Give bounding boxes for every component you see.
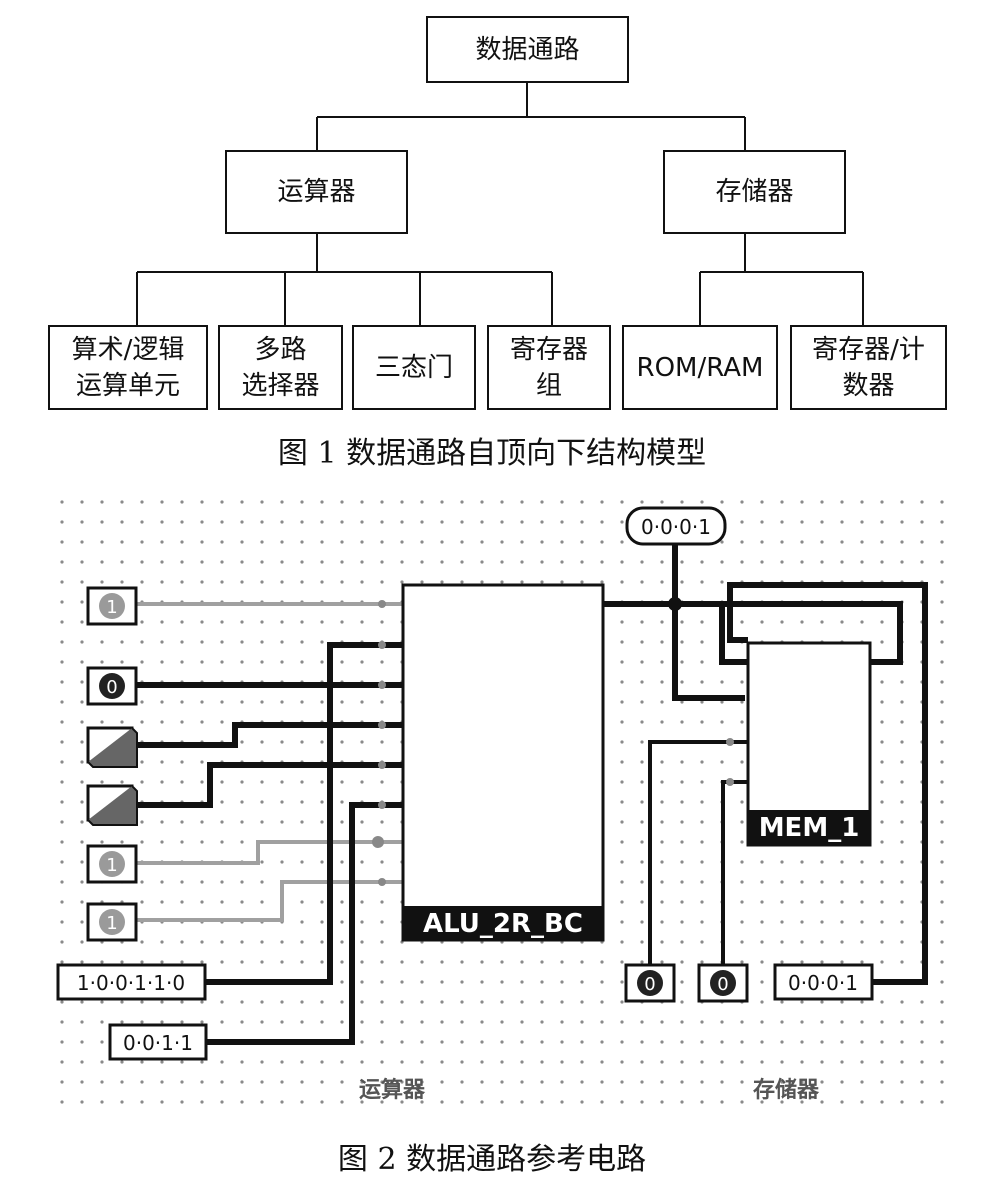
input-pin[interactable] [86, 784, 138, 826]
wire-feedback-a [675, 601, 903, 665]
wire-pin4 [136, 762, 402, 808]
svg-text:0: 0 [717, 974, 728, 995]
svg-text:0: 0 [106, 677, 117, 698]
tree-connectors [136, 82, 864, 325]
memory-input-pin[interactable]: 0 [624, 963, 676, 1003]
bus-input-pin[interactable]: 1·0·0·1·1·0 [56, 963, 207, 1001]
alu-block [401, 583, 605, 942]
svg-text:0: 0 [644, 974, 655, 995]
circuit-diagram: ALU_2R_BC MEM_1 1 0 1 1 1·0·0·1·1·0 [56, 500, 948, 1110]
svg-text:1: 1 [106, 913, 117, 934]
junction-dot [372, 836, 384, 848]
wire-bus-a [205, 642, 402, 985]
memory-bus-input-pin[interactable]: 0·0·0·1 [773, 963, 874, 1001]
alu-label-bar [403, 906, 603, 940]
wire-feedback-b [719, 604, 748, 665]
node-datapath: 数据通路 [426, 16, 629, 83]
section-label-alu: 运算器 [359, 1077, 426, 1103]
memory-input-pin[interactable]: 0 [697, 963, 749, 1003]
section-label-memory: 存储器 [753, 1077, 820, 1103]
memory-label: MEM_1 [759, 813, 860, 843]
input-pin[interactable]: 1 [86, 844, 138, 884]
figure2-caption: 图 2 数据通路参考电路 [337, 1142, 647, 1177]
wire-probe [672, 542, 745, 701]
output-probe: 0·0·0·1 [625, 506, 727, 546]
memory-label-bar [748, 810, 870, 845]
svg-text:0·0·0·1: 0·0·0·1 [641, 515, 711, 539]
svg-text:1: 1 [106, 855, 117, 876]
node-memory-group: 存储器 [663, 150, 846, 234]
figure1-caption: 图 1 数据通路自顶向下结构模型 [277, 436, 707, 471]
wire-mem-ctrl-b [721, 780, 748, 982]
wire-mem-ctrl-a [648, 740, 748, 982]
wire-pin6 [136, 880, 402, 922]
input-pin[interactable]: 1 [86, 586, 138, 626]
alu-label: ALU_2R_BC [423, 909, 583, 939]
node-tristate-gate: 三态门 [352, 325, 476, 410]
node-alu-group: 运算器 [225, 150, 408, 234]
wire-pin3 [136, 722, 402, 748]
svg-text:0·0·1·1: 0·0·1·1 [123, 1031, 193, 1055]
svg-text:1·0·0·1·1·0: 1·0·0·1·1·0 [77, 971, 185, 995]
bus-input-pin[interactable]: 0·0·1·1 [108, 1023, 208, 1061]
svg-text:0·0·0·1: 0·0·0·1 [788, 971, 858, 995]
input-pin[interactable] [86, 726, 138, 768]
node-alu-unit: 算术/逻辑 运算单元 [48, 325, 208, 410]
node-register-counter: 寄存器/计 数器 [790, 325, 947, 410]
node-register-file: 寄存器 组 [487, 325, 611, 410]
node-rom-ram: ROM/RAM [622, 325, 778, 410]
wire-mem-bus-in [727, 582, 928, 985]
junction-dot [668, 597, 682, 611]
input-pin[interactable]: 1 [86, 902, 138, 942]
node-multiplexer: 多路 选择器 [218, 325, 343, 410]
svg-text:1: 1 [106, 597, 117, 618]
input-pin[interactable]: 0 [86, 666, 138, 706]
wire-bus-b [205, 802, 402, 1045]
